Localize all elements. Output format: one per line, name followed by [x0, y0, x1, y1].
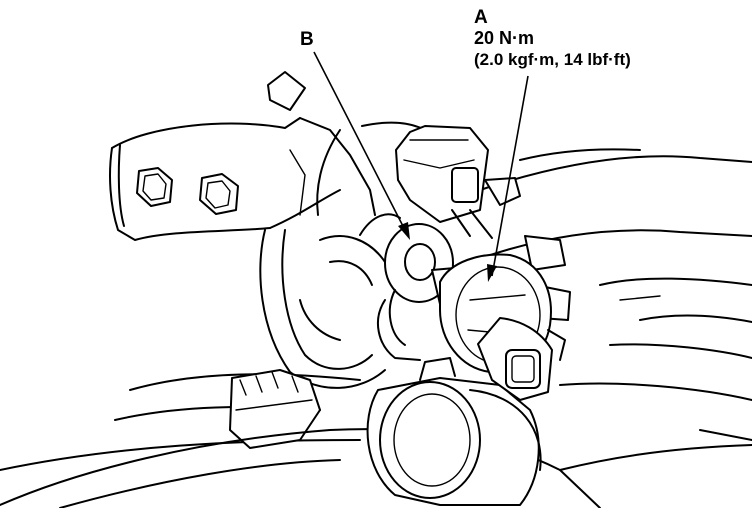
- hose-clamp: [366, 357, 542, 506]
- torque-spec-imperial: (2.0 kgf·m, 14 lbf·ft): [474, 50, 631, 69]
- leader-arrow-b: [398, 222, 410, 240]
- leader-arrow-a: [487, 264, 497, 282]
- lower-clamp-bracket: [229, 369, 321, 449]
- hex-bolt-right: [199, 173, 239, 215]
- engine-block-outline: [109, 71, 426, 241]
- leader-line-a: [491, 75, 529, 277]
- hex-bolt-left: [136, 167, 173, 207]
- connector-upper: [395, 125, 493, 239]
- callout-label-b: B: [300, 29, 314, 50]
- bracket-mount: [259, 213, 401, 389]
- leader-line-b: [313, 51, 407, 233]
- callout-label-a: A: [474, 7, 488, 28]
- torque-spec-nm: 20 N·m: [474, 28, 535, 48]
- sensor-connector: [477, 317, 566, 401]
- misc-bracket-left: [377, 289, 421, 361]
